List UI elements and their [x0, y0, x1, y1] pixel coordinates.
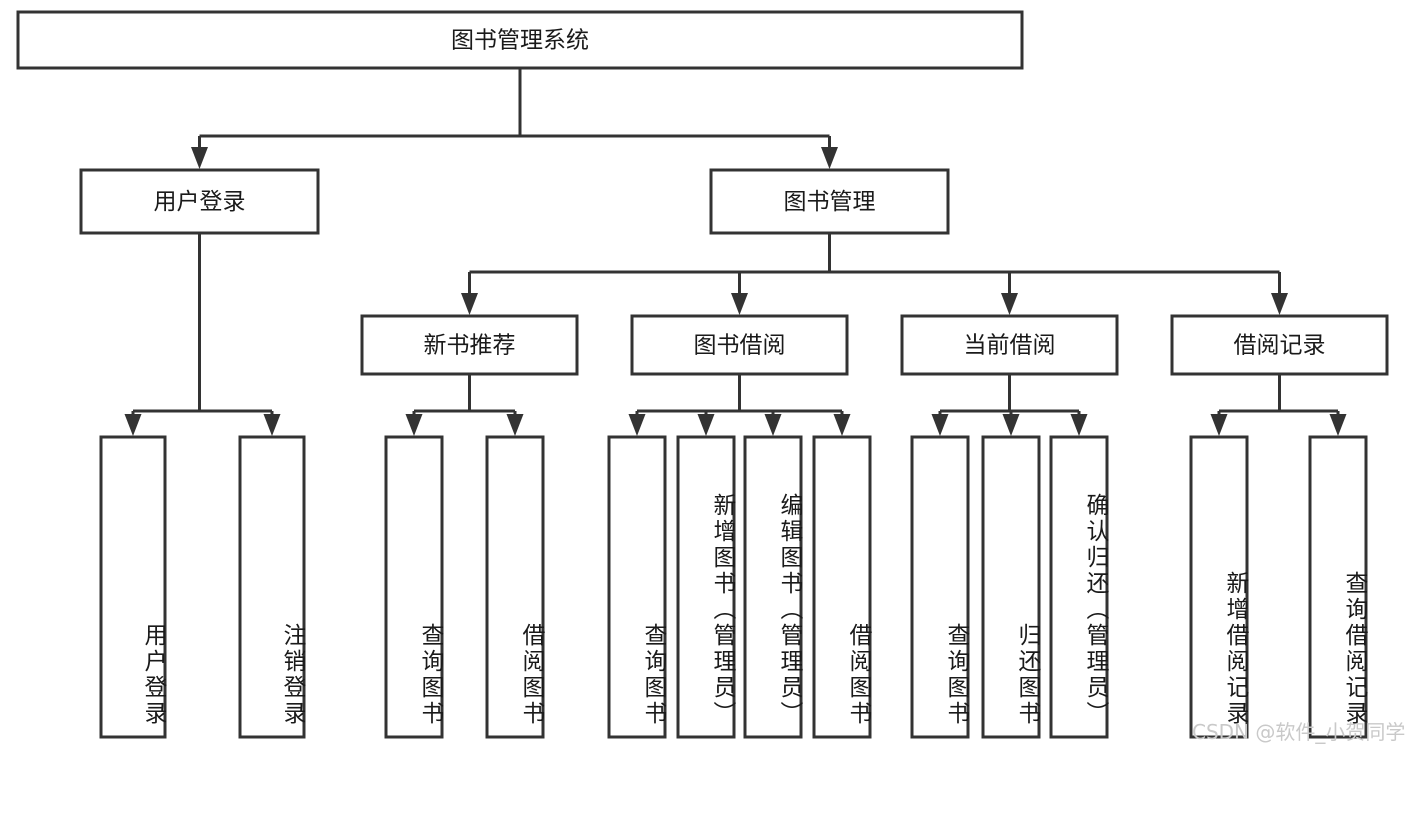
connector-group	[405, 374, 524, 436]
arrow-head-icon	[1210, 414, 1228, 436]
arrow-head-icon	[697, 414, 715, 436]
arrow-head-icon	[1271, 293, 1288, 315]
arrow-head-icon	[931, 414, 949, 436]
arrow-head-icon	[833, 414, 851, 436]
connector-layer	[124, 68, 1347, 436]
arrow-head-icon	[263, 414, 281, 436]
node-box-leaf-5[interactable]	[607, 435, 667, 739]
node-box-leaf-13[interactable]	[1308, 435, 1368, 739]
node-box-l3-b[interactable]	[630, 314, 849, 376]
node-box-leaf-8[interactable]	[812, 435, 872, 739]
arrow-head-icon	[506, 414, 524, 436]
arrow-head-icon	[1329, 414, 1347, 436]
connector-group	[124, 233, 281, 436]
node-box-layer	[16, 10, 1389, 739]
node-box-leaf-10[interactable]	[981, 435, 1041, 739]
node-box-leaf-3[interactable]	[384, 435, 444, 739]
connector-group	[931, 374, 1088, 436]
connector-group	[1210, 374, 1347, 436]
node-label-l3-b: 图书借阅	[694, 333, 786, 359]
node-label-l3-a: 新书推荐	[424, 333, 516, 359]
arrow-head-icon	[628, 414, 646, 436]
arrow-head-icon	[764, 414, 782, 436]
arrow-head-icon	[1070, 414, 1088, 436]
node-box-leaf-2[interactable]	[238, 435, 306, 739]
csdn-watermark: CSDN @软件_小贺同学	[1192, 720, 1405, 744]
node-box-leaf-1[interactable]	[99, 435, 167, 739]
arrow-head-icon	[124, 414, 142, 436]
node-label-root: 图书管理系统	[451, 28, 589, 54]
arrow-head-icon	[731, 293, 748, 315]
node-box-leaf-11[interactable]	[1049, 435, 1109, 739]
node-box-leaf-12[interactable]	[1189, 435, 1249, 739]
node-box-l2-a[interactable]	[79, 168, 320, 235]
arrow-head-icon	[1001, 293, 1018, 315]
flowchart-canvas: 图书管理系统用户登录图书管理新书推荐图书借阅当前借阅借阅记录 用户登录注销登录查…	[16, 10, 1405, 744]
node-label-l3-c: 当前借阅	[964, 333, 1056, 359]
node-box-leaf-4[interactable]	[485, 435, 545, 739]
connector-group	[628, 374, 851, 436]
node-box-root[interactable]	[16, 10, 1024, 70]
arrow-head-icon	[191, 147, 208, 169]
node-box-leaf-7[interactable]	[743, 435, 803, 739]
node-box-l2-b[interactable]	[709, 168, 950, 235]
node-label-l2-a: 用户登录	[154, 189, 246, 215]
arrow-head-icon	[1002, 414, 1020, 436]
node-box-leaf-6[interactable]	[676, 435, 736, 739]
node-box-l3-c[interactable]	[900, 314, 1119, 376]
arrow-head-icon	[461, 293, 478, 315]
connector-group	[191, 68, 838, 169]
node-label-l2-b: 图书管理	[784, 189, 876, 215]
node-box-l3-d[interactable]	[1170, 314, 1389, 376]
node-box-l3-a[interactable]	[360, 314, 579, 376]
arrow-head-icon	[821, 147, 838, 169]
node-box-leaf-9[interactable]	[910, 435, 970, 739]
connector-group	[461, 233, 1288, 315]
arrow-head-icon	[405, 414, 423, 436]
node-label-l3-d: 借阅记录	[1234, 333, 1326, 359]
